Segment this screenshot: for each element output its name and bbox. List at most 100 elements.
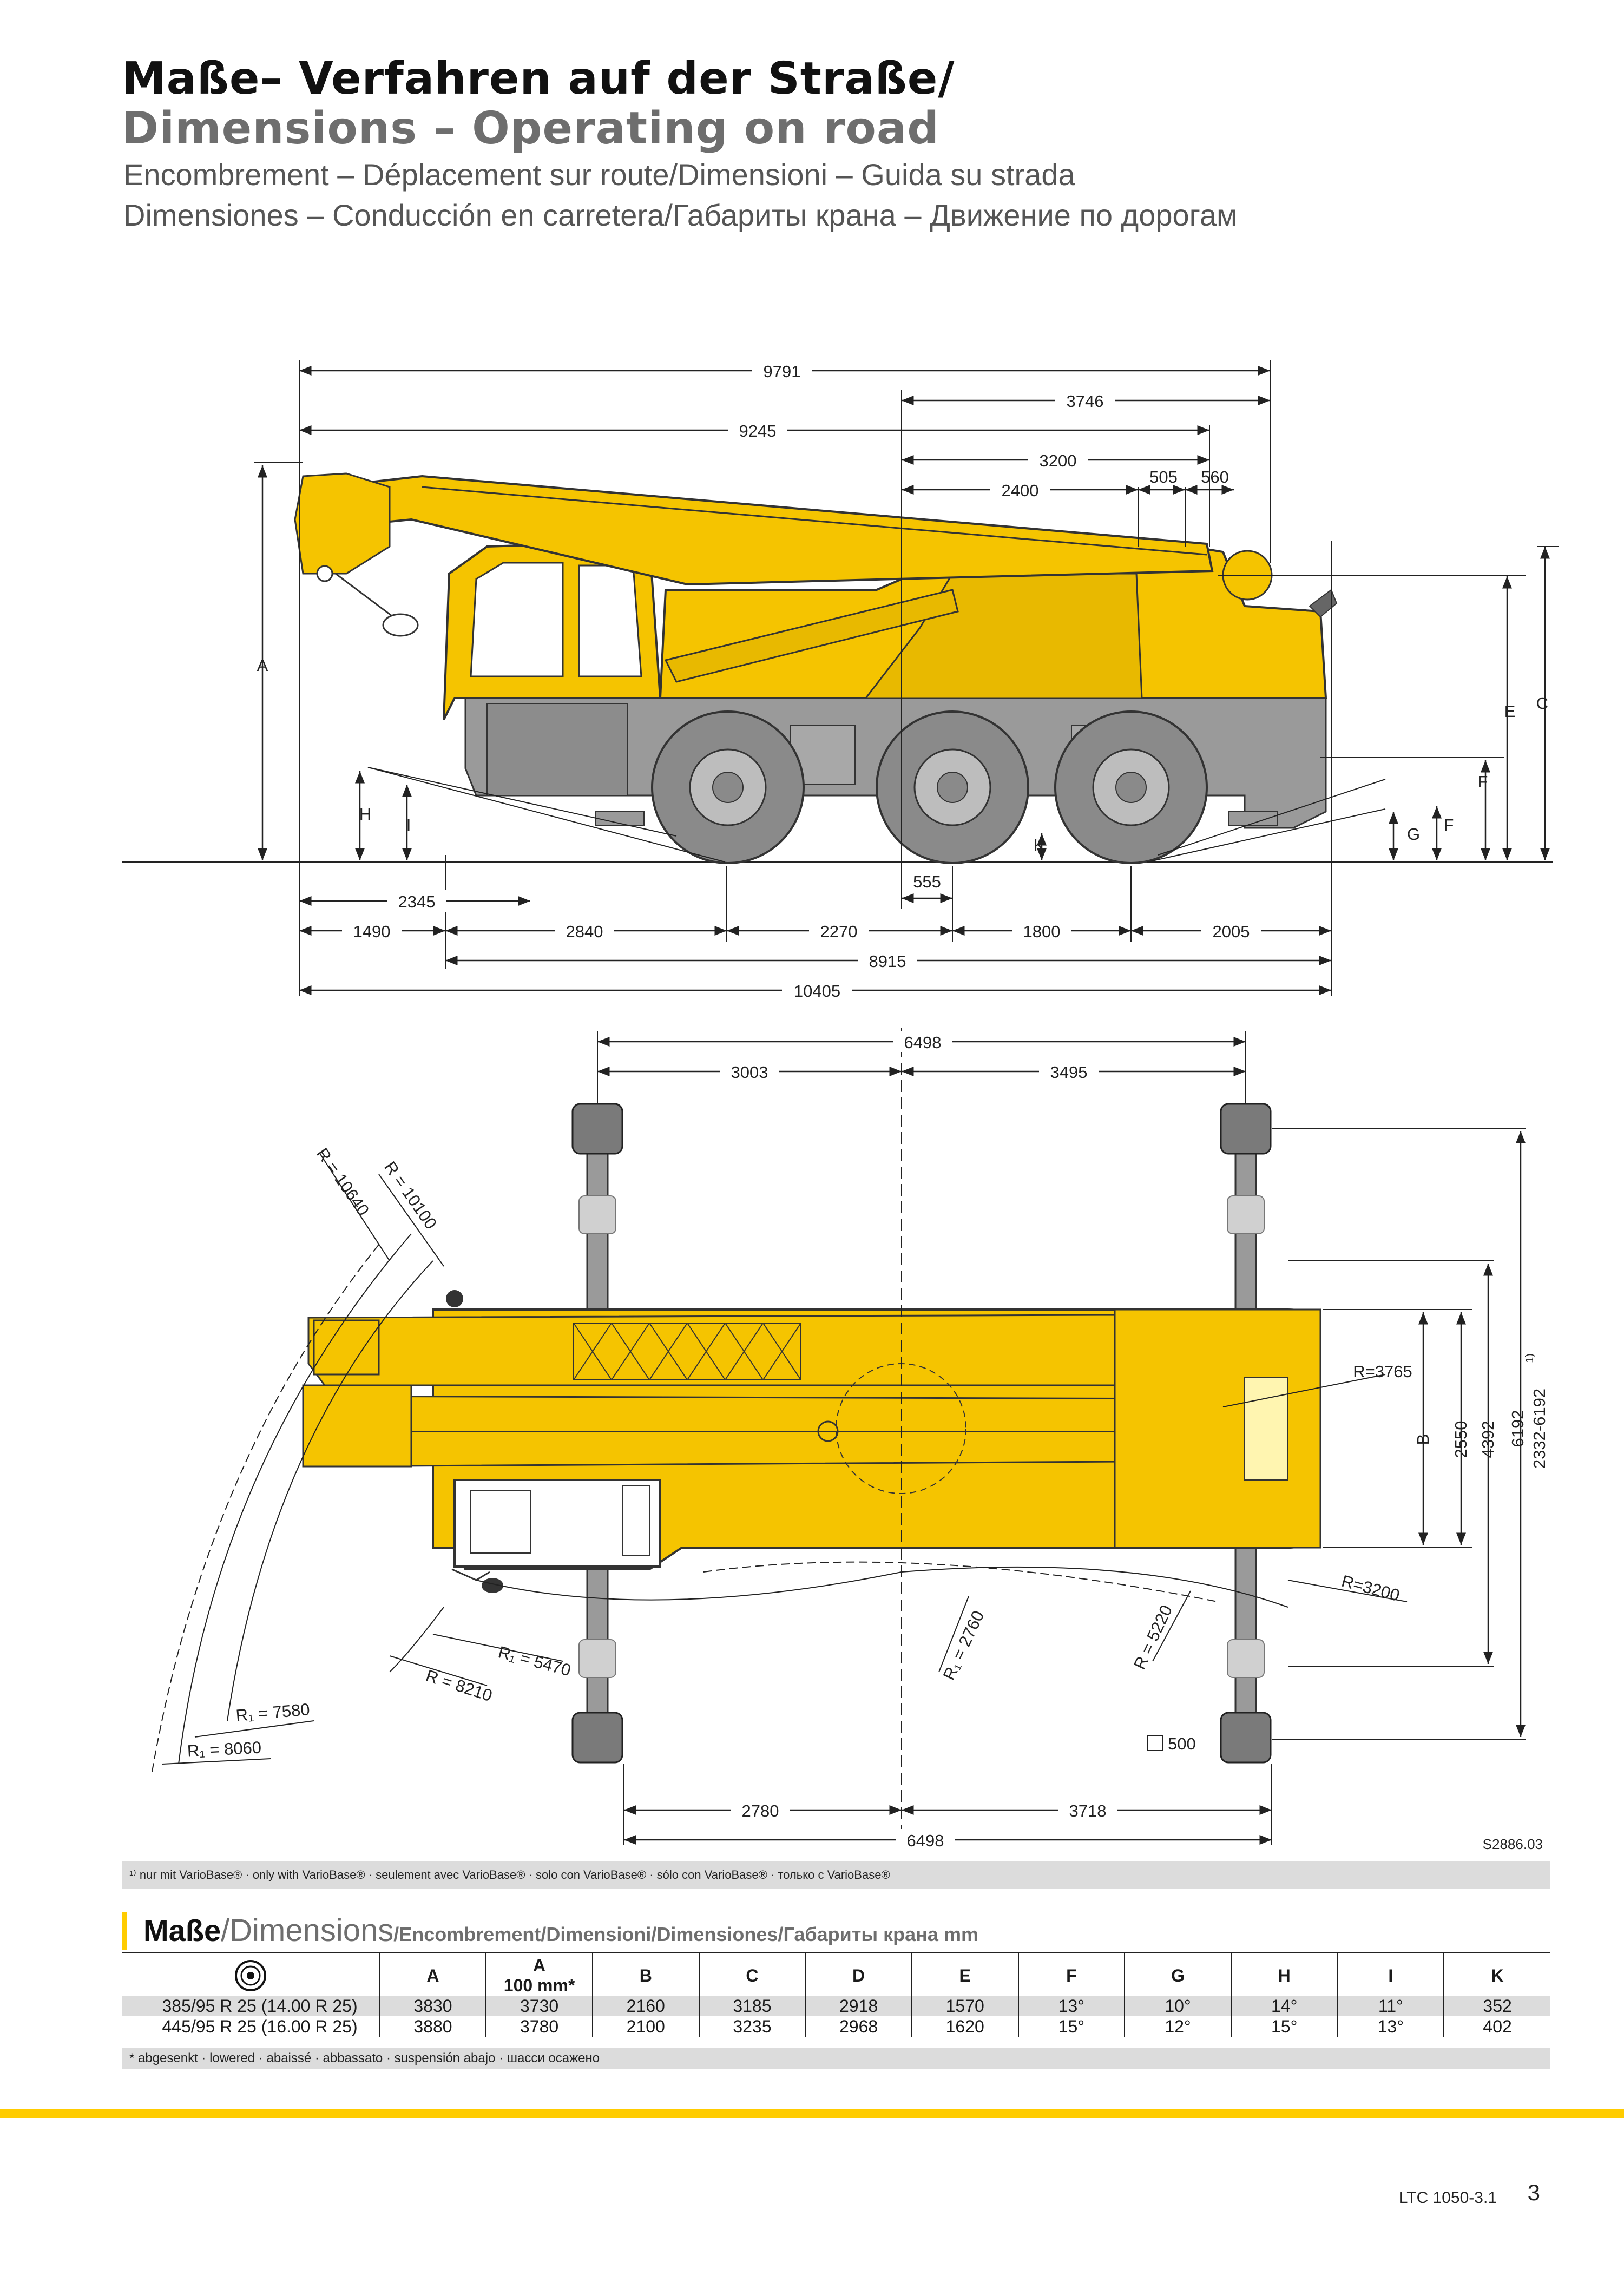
cell: 2100	[591, 2016, 699, 2037]
dim-side-bottom-1: 2345	[398, 892, 436, 911]
letter-a: A	[257, 656, 268, 675]
table-row: 385/95 R 25 (14.00 R 25) 3830 3730 2160 …	[122, 1996, 1550, 2016]
cell: 402	[1443, 2016, 1550, 2037]
cell: 14°	[1230, 1996, 1338, 2016]
cell: 13°	[1017, 1996, 1125, 2016]
cell: 15°	[1017, 2016, 1125, 2037]
dim-top-0: 6498	[904, 1033, 942, 1052]
cell: 3780	[485, 2016, 593, 2037]
title-de: Maße– Verfahren auf der Straße/	[122, 53, 955, 104]
dim-side-top-3: 3200	[1040, 451, 1077, 470]
letter-e: F	[1478, 772, 1488, 791]
cell: 10°	[1124, 1996, 1231, 2016]
header-k: K	[1443, 1952, 1550, 1996]
dim-top-letter-b: B	[1413, 1434, 1432, 1445]
dim-top-right-footnote: 1)	[1524, 1353, 1536, 1363]
letter-h: H	[359, 805, 371, 824]
dim-side-top-2: 9245	[739, 422, 777, 440]
accent-rule	[0, 2109, 1624, 2118]
header-f: F	[1017, 1952, 1125, 1996]
square-marker-icon	[1147, 1735, 1163, 1751]
crane-drawings: 9791 3746 9245 3200 505 560 2400 A	[122, 360, 1559, 1851]
dim-side-top-4: 505	[1149, 468, 1178, 486]
dim-top-1: 3003	[731, 1063, 768, 1082]
subtitle-2: Dimensiones – Conducción en carretera/Га…	[123, 198, 1238, 232]
cell: 352	[1443, 1996, 1550, 2016]
row-tyre: 445/95 R 25 (16.00 R 25)	[162, 2017, 358, 2036]
radius-3200: R=3200	[1339, 1571, 1402, 1605]
cell: 2918	[805, 1996, 912, 2016]
lowered-footnote: * abgesenkt · lowered · abaissé · abbass…	[122, 2048, 1550, 2069]
cell: 3730	[485, 1996, 593, 2016]
row-tyre: 385/95 R 25 (14.00 R 25)	[122, 1996, 380, 2016]
radius-10100: R = 10100	[380, 1158, 440, 1233]
letter-g: G	[1407, 825, 1420, 844]
cell: 2968	[805, 2016, 912, 2037]
dim-top-right-2550: 2550	[1451, 1421, 1470, 1458]
cell: 3235	[698, 2016, 806, 2037]
cell: 3880	[379, 2016, 486, 2037]
cell: 3185	[698, 1996, 806, 2016]
dim-top-bottom-0: 2780	[742, 1801, 779, 1820]
section-title-rest: /Encombrement/Dimensioni/Dimensiones/Габ…	[393, 1923, 978, 1945]
tyre-icon	[234, 1960, 266, 1991]
radius-10640: R = 10640	[313, 1144, 373, 1219]
header-a: A	[379, 1952, 486, 1996]
cell: 15°	[1230, 2016, 1338, 2037]
dim-side-top-6: 2400	[1002, 481, 1039, 500]
header-h: H	[1230, 1952, 1338, 1996]
model-id: LTC 1050-3.1	[1398, 2189, 1497, 2207]
section-title-main: /Dimensions	[221, 1913, 394, 1948]
varioBase-footnote: ¹⁾ nur mit VarioBase® · only with VarioB…	[122, 1861, 1550, 1889]
cell: 2160	[591, 1996, 699, 2016]
header-g: G	[1124, 1952, 1231, 1996]
cell: 13°	[1337, 2016, 1444, 2037]
dim-top-2: 3495	[1050, 1063, 1088, 1082]
header-i: I	[1337, 1952, 1444, 1996]
radius-5220: R = 5220	[1130, 1602, 1176, 1673]
dim-top-bottom-1: 3718	[1069, 1801, 1107, 1820]
cell: 12°	[1124, 2016, 1231, 2037]
radius-3765: R=3765	[1353, 1362, 1412, 1381]
radius-r1-5470: R₁ = 5470	[496, 1642, 573, 1680]
page-number: 3	[1527, 2180, 1540, 2205]
cell: 11°	[1337, 1996, 1444, 2016]
dim-side-bottom-6: 2005	[1213, 922, 1250, 941]
dim-side-bottom-4: 2270	[820, 922, 858, 941]
radius-r1-7580: R₁ = 7580	[235, 1700, 311, 1725]
letter-i: I	[406, 815, 411, 834]
radius-r1-8060: R₁ = 8060	[187, 1738, 262, 1760]
dimensions-section-header: Maße/Dimensions/Encombrement/Dimensioni/…	[122, 1912, 978, 1950]
subtitle-1: Encombrement – Déplacement sur route/Dim…	[123, 157, 1075, 192]
side-view: 9791 3746 9245 3200 505 560 2400 A	[122, 360, 1559, 1001]
dim-top-bottom-2: 6498	[907, 1831, 944, 1850]
tyre-header	[122, 1952, 380, 1996]
drawing-id: S2886.03	[1482, 1836, 1543, 1852]
header-e: E	[911, 1952, 1018, 1996]
cell: 1620	[911, 2016, 1018, 2037]
dim-side-bottom-3: 2840	[566, 922, 603, 941]
letter-d: E	[1504, 702, 1516, 721]
dim-side-top-5: 560	[1201, 468, 1229, 486]
header-b: B	[591, 1952, 699, 1996]
dim-top-right-6192: 6192	[1508, 1410, 1527, 1448]
dim-side-bottom-7: 8915	[869, 952, 906, 971]
title-en: Dimensions – Operating on road	[122, 103, 939, 154]
radius-8210: R = 8210	[424, 1666, 495, 1705]
cell: 1570	[911, 1996, 1018, 2016]
letter-f: F	[1444, 815, 1454, 834]
dim-side-bottom-5: 1800	[1023, 922, 1061, 941]
header-d: D	[805, 1952, 912, 1996]
table-row: 445/95 R 25 (16.00 R 25) 3880 3780 2100 …	[122, 2016, 1550, 2037]
letter-k: K	[1034, 835, 1045, 854]
dim-side-top-0: 9791	[764, 362, 801, 381]
box-500-label: 500	[1168, 1734, 1196, 1753]
header-c: C	[698, 1952, 806, 1996]
dim-top-right-range: 2332-6192	[1530, 1389, 1549, 1469]
section-title-bold: Maße	[143, 1913, 221, 1948]
top-view: 6498 3003 3495 B 2550 4392 6192 2332-6	[151, 1028, 1549, 1851]
dim-side-bottom-0: 555	[913, 872, 941, 891]
header-a-sub: 100 mm*	[503, 1976, 575, 1995]
